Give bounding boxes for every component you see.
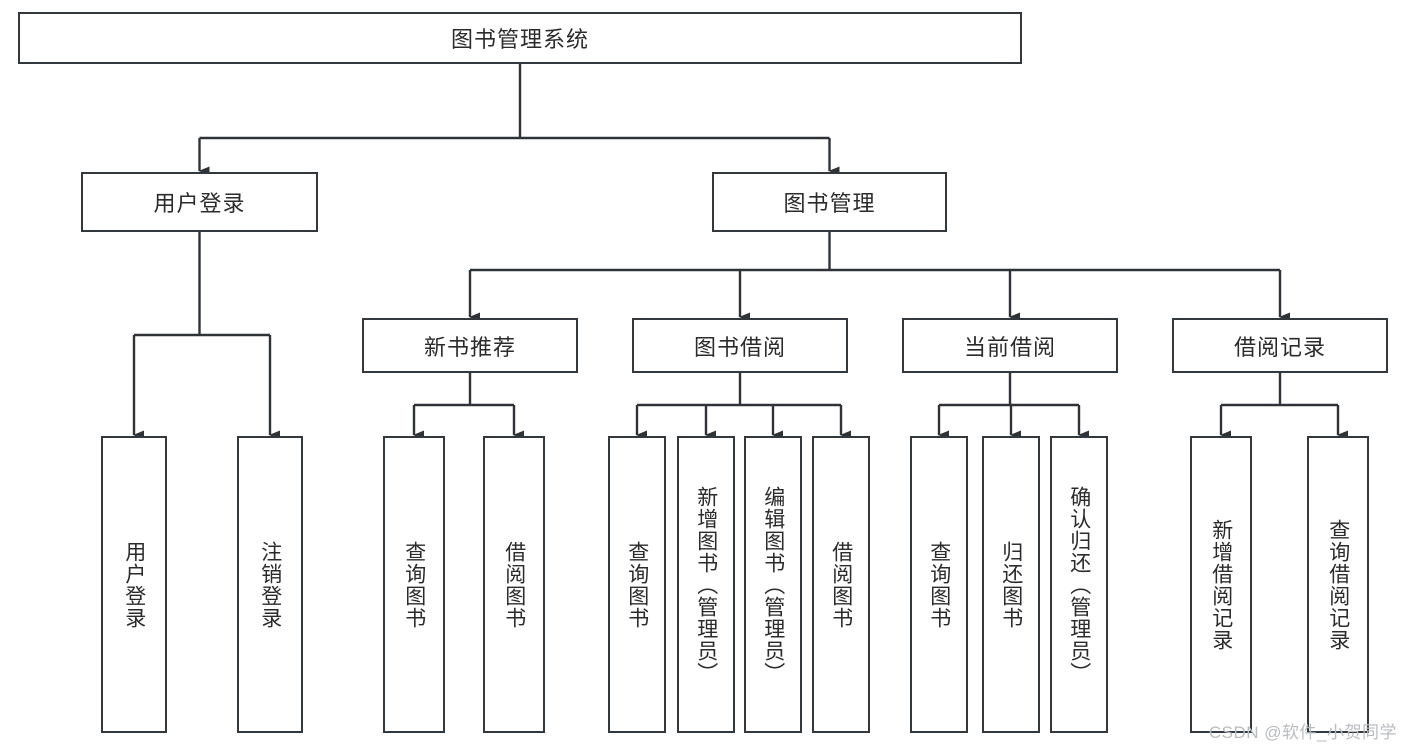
node-label: 归还图书 [999,540,1023,629]
node-leaf-add-book-admin[interactable]: 新增图书（管理员） [677,436,735,733]
node-leaf-query-book-1[interactable]: 查询图书 [383,436,445,733]
node-label: 确认归还（管理员） [1067,485,1091,684]
node-label: 查询图书 [625,540,649,629]
node-label: 查询图书 [927,540,951,629]
node-label: 查询借阅记录 [1326,518,1350,651]
connector-lines [132,64,1348,440]
node-label: 当前借阅 [963,334,1056,360]
node-new-book-rec[interactable]: 新书推荐 [362,318,578,373]
node-label: 用户登录 [153,191,246,216]
node-label: 用户登录 [122,540,146,629]
node-leaf-edit-book-admin[interactable]: 编辑图书（管理员） [744,436,802,733]
node-label: 图书管理 [783,191,876,216]
node-leaf-return-book[interactable]: 归还图书 [982,436,1040,733]
node-label: 借阅图书 [502,540,526,629]
node-leaf-user-login[interactable]: 用户登录 [101,436,167,733]
node-book-borrow[interactable]: 图书借阅 [632,318,848,373]
watermark-text: CSDN @软件_小贺同学 [1208,723,1397,742]
node-current-borrow[interactable]: 当前借阅 [902,318,1118,373]
node-user-login[interactable]: 用户登录 [81,172,318,232]
node-label: 注销登录 [258,540,282,629]
node-label: 新书推荐 [423,334,516,360]
node-borrow-record[interactable]: 借阅记录 [1172,318,1388,373]
node-leaf-query-book-2[interactable]: 查询图书 [608,436,666,733]
node-label: 编辑图书（管理员） [761,485,785,684]
node-book-manage[interactable]: 图书管理 [712,172,947,232]
node-root[interactable]: 图书管理系统 [18,12,1022,64]
node-leaf-query-book-3[interactable]: 查询图书 [910,436,968,733]
node-label: 新增借阅记录 [1209,518,1233,651]
node-leaf-query-record[interactable]: 查询借阅记录 [1307,436,1369,733]
node-leaf-borrow-book-1[interactable]: 借阅图书 [483,436,545,733]
node-label: 图书管理系统 [450,27,589,52]
node-leaf-confirm-return-admin[interactable]: 确认归还（管理员） [1050,436,1108,733]
node-label: 图书借阅 [693,334,786,360]
node-leaf-logout[interactable]: 注销登录 [237,436,303,733]
node-label: 新增图书（管理员） [694,485,718,684]
node-leaf-add-record[interactable]: 新增借阅记录 [1190,436,1252,733]
node-label: 查询图书 [402,540,426,629]
node-label: 借阅图书 [829,540,853,629]
node-leaf-borrow-book-2[interactable]: 借阅图书 [812,436,870,733]
node-label: 借阅记录 [1233,334,1326,360]
